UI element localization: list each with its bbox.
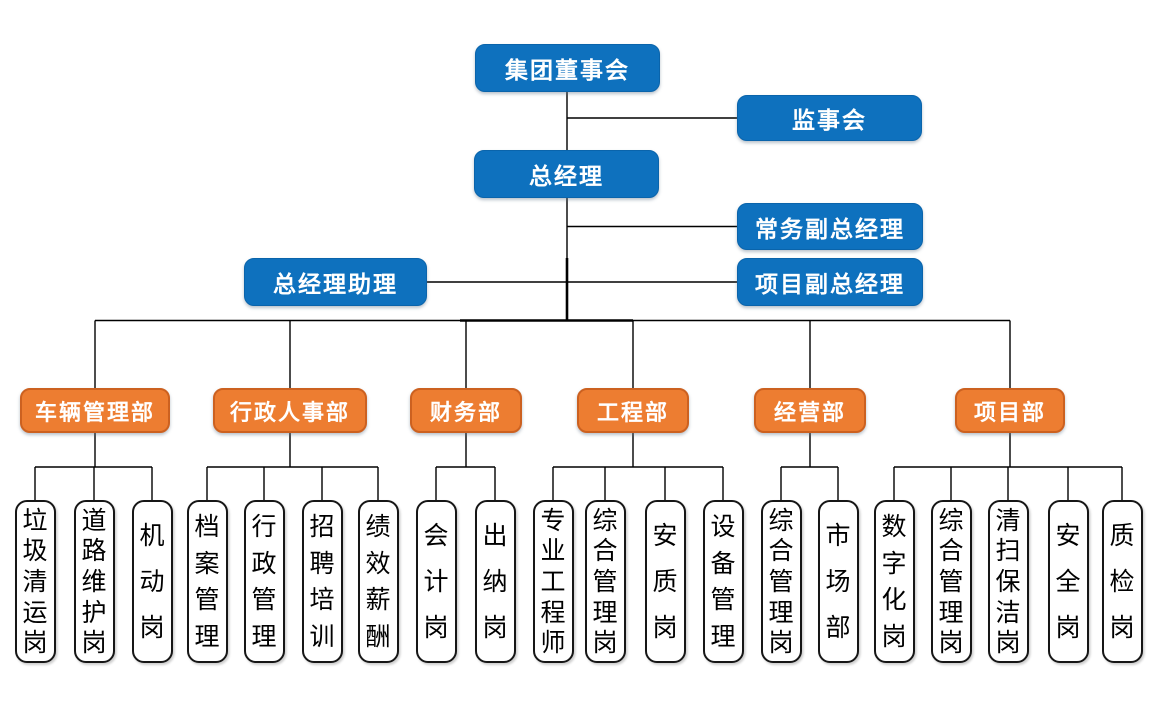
post-engineering-4-label: 设备管理	[710, 511, 736, 652]
dept-business-label: 经营部	[773, 400, 846, 426]
dept-engineering-label: 工程部	[596, 400, 669, 426]
post-engineering-4: 设备管理	[702, 500, 744, 663]
post-vehicle-management-2-label: 道路维护岗	[81, 505, 107, 658]
post-engineering-2: 综合管理岗	[584, 500, 626, 663]
dept-project: 项目部	[955, 388, 1065, 433]
post-finance-1-label: 会计岗	[423, 521, 449, 642]
node-project-deputy-general-manager: 项目副总经理	[737, 258, 923, 306]
post-business-2-label: 市场部	[825, 521, 851, 642]
post-project-1: 数字化岗	[873, 500, 915, 663]
node-supervisory-board-label: 监事会	[792, 108, 867, 134]
dept-business: 经营部	[754, 388, 866, 433]
post-project-3: 清扫保洁岗	[987, 500, 1029, 663]
node-general-manager-assistant-label: 总经理助理	[273, 272, 398, 298]
dept-finance: 财务部	[410, 388, 522, 433]
post-admin-hr-3: 招聘培训	[301, 500, 343, 663]
node-executive-deputy-general-manager-label: 常务副总经理	[755, 216, 905, 243]
post-admin-hr-4-label: 绩效薪酬	[365, 511, 391, 652]
post-project-3-label: 清扫保洁岗	[995, 505, 1021, 658]
post-vehicle-management-3: 机动岗	[131, 500, 173, 663]
node-project-deputy-general-manager-label: 项目副总经理	[755, 272, 905, 298]
dept-admin-hr: 行政人事部	[213, 388, 367, 433]
dept-project-label: 项目部	[973, 400, 1046, 426]
post-finance-1: 会计岗	[415, 500, 457, 663]
dept-admin-hr-label: 行政人事部	[229, 400, 350, 426]
post-business-1: 综合管理岗	[760, 500, 802, 663]
post-project-5-label: 质检岗	[1109, 521, 1135, 642]
node-supervisory-board: 监事会	[737, 95, 922, 141]
node-general-manager-assistant: 总经理助理	[244, 258, 427, 306]
post-business-1-label: 综合管理岗	[768, 505, 794, 658]
post-vehicle-management-3-label: 机动岗	[139, 521, 165, 642]
post-project-5: 质检岗	[1101, 500, 1143, 663]
post-engineering-1-label: 专业工程师	[540, 505, 566, 658]
post-project-2: 综合管理岗	[930, 500, 972, 663]
post-admin-hr-2-label: 行政管理	[251, 511, 277, 652]
post-project-4: 安全岗	[1047, 500, 1089, 663]
node-general-manager-label: 总经理	[529, 164, 604, 190]
dept-finance-label: 财务部	[429, 400, 502, 426]
node-board-of-directors: 集团董事会	[475, 44, 660, 92]
post-engineering-3-label: 安质岗	[652, 521, 678, 642]
post-admin-hr-2: 行政管理	[243, 500, 285, 663]
dept-engineering: 工程部	[577, 388, 689, 433]
post-admin-hr-4: 绩效薪酬	[357, 500, 399, 663]
node-board-of-directors-label: 集团董事会	[505, 58, 630, 84]
post-vehicle-management-2: 道路维护岗	[73, 500, 115, 663]
dept-vehicle-management-label: 车辆管理部	[34, 400, 155, 426]
node-executive-deputy-general-manager: 常务副总经理	[737, 203, 923, 250]
post-vehicle-management-1-label: 垃圾清运岗	[22, 505, 48, 658]
post-admin-hr-1: 档案管理	[186, 500, 228, 663]
post-project-2-label: 综合管理岗	[938, 505, 964, 658]
post-engineering-2-label: 综合管理岗	[592, 505, 618, 658]
post-vehicle-management-1: 垃圾清运岗	[14, 500, 56, 663]
post-project-4-label: 安全岗	[1055, 521, 1081, 642]
post-business-2: 市场部	[817, 500, 859, 663]
post-finance-2: 出纳岗	[474, 500, 516, 663]
post-admin-hr-3-label: 招聘培训	[309, 511, 335, 652]
post-admin-hr-1-label: 档案管理	[194, 511, 220, 652]
post-project-1-label: 数字化岗	[881, 511, 907, 652]
post-engineering-1: 专业工程师	[532, 500, 574, 663]
node-general-manager: 总经理	[474, 150, 659, 198]
post-engineering-3: 安质岗	[644, 500, 686, 663]
post-finance-2-label: 出纳岗	[482, 521, 508, 642]
dept-vehicle-management: 车辆管理部	[20, 388, 170, 433]
